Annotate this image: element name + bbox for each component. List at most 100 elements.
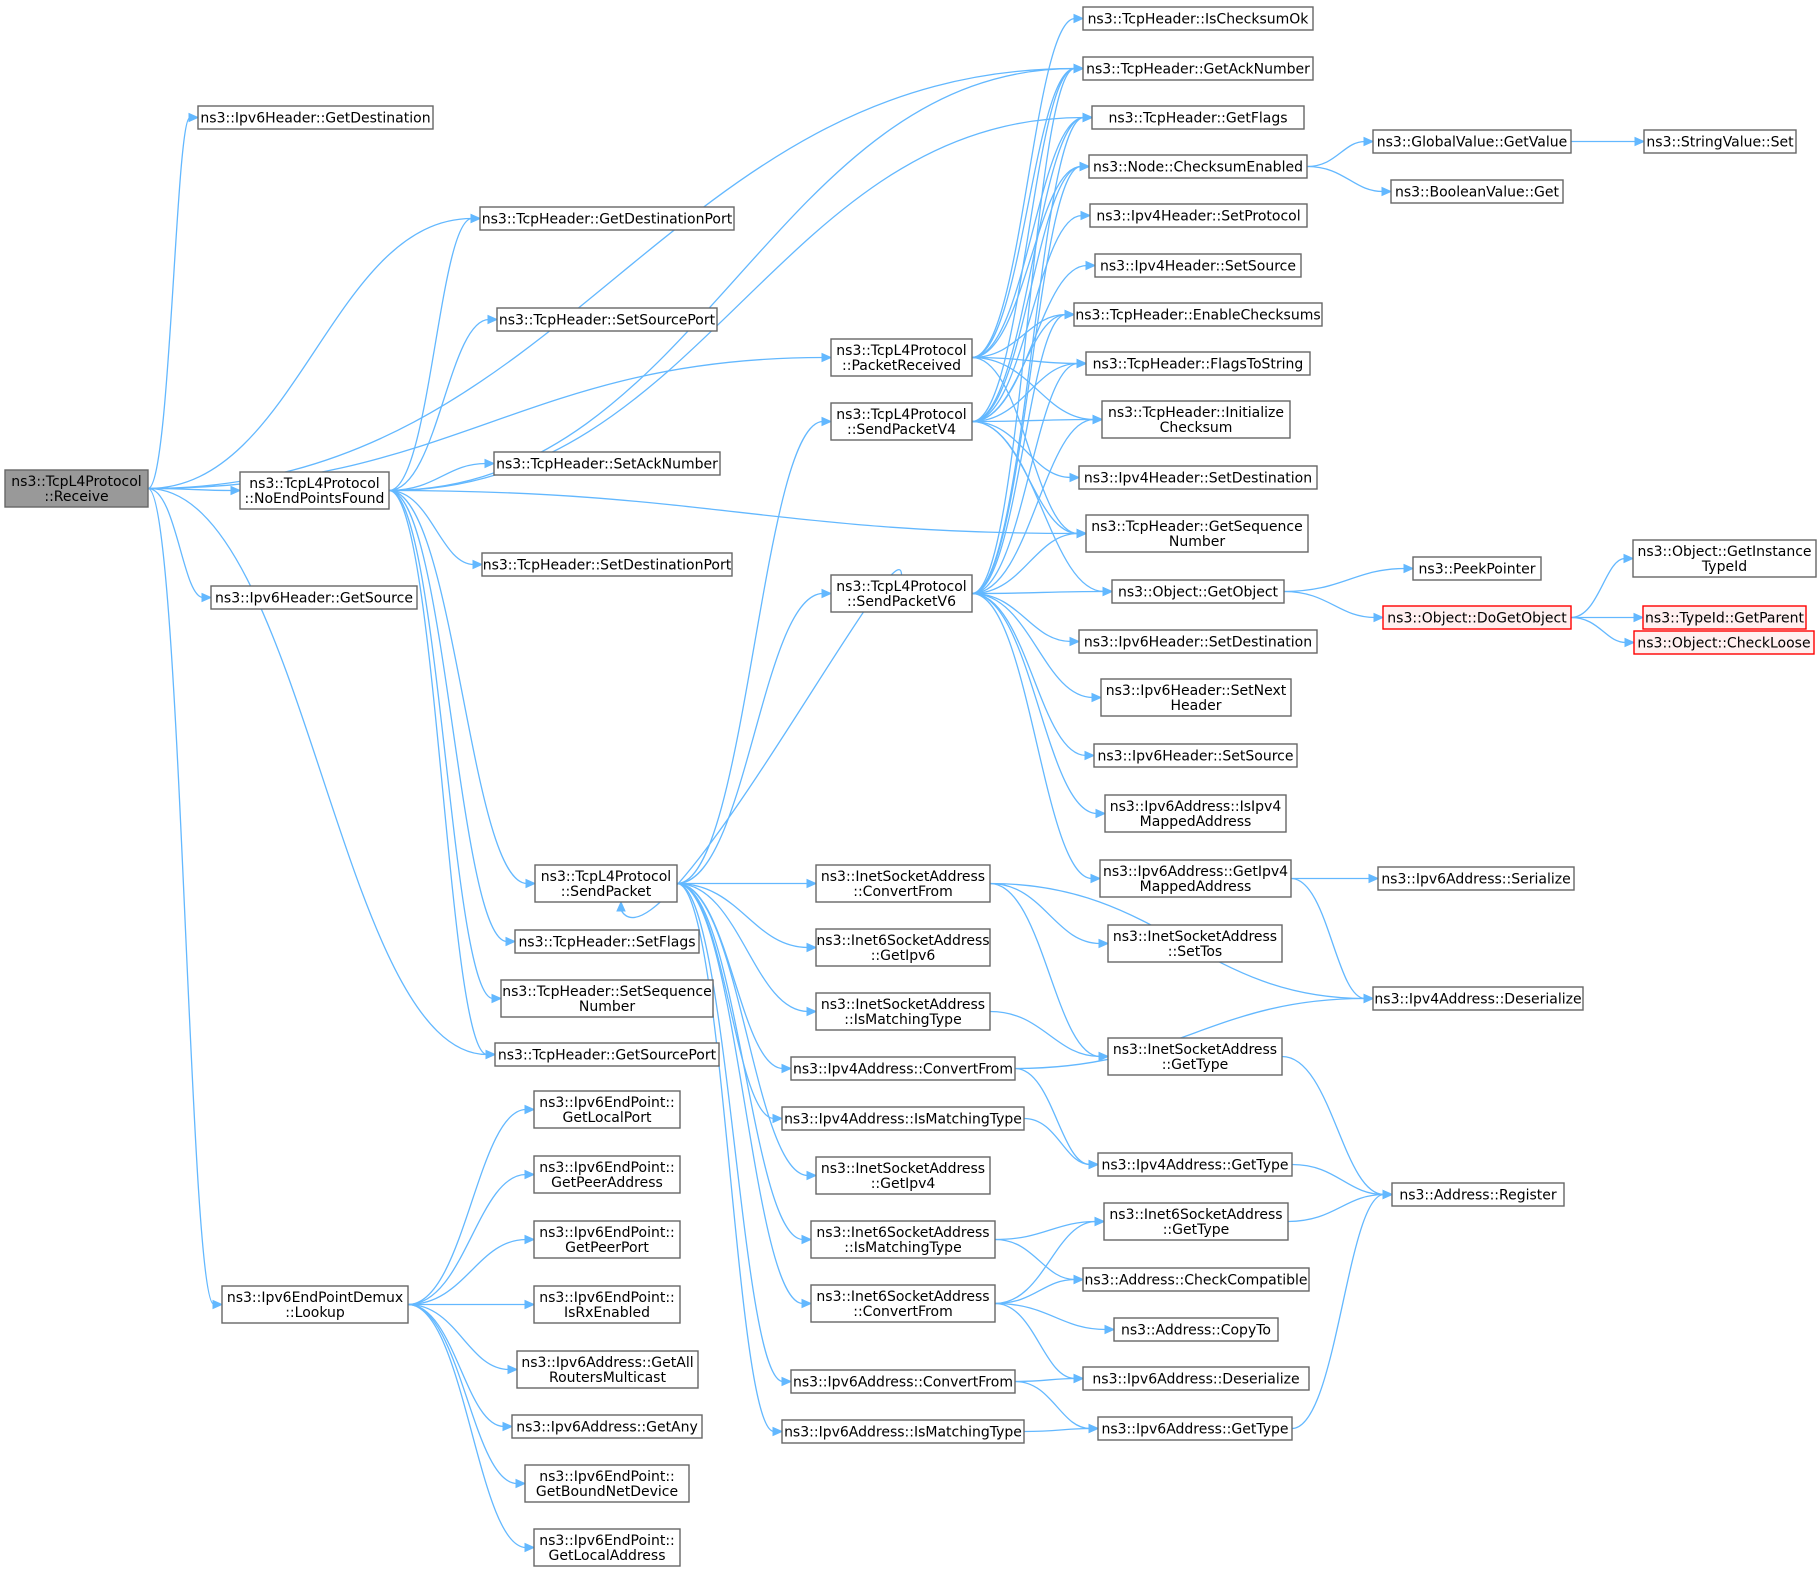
node-ep6-local-port[interactable]: ns3::Ipv6EndPoint::GetLocalPort (533, 1090, 681, 1129)
node-ip6-get-any[interactable]: ns3::Ipv6Address::GetAny (511, 1414, 703, 1439)
node-tcp-get-dest-port[interactable]: ns3::TcpHeader::GetDestinationPort (479, 206, 735, 231)
node-ep6-local-addr[interactable]: ns3::Ipv6EndPoint::GetLocalAddress (533, 1528, 681, 1567)
node-tcp-is-checksum-ok[interactable]: ns3::TcpHeader::IsChecksumOk (1082, 6, 1314, 31)
call-edge (407, 1238, 527, 1306)
node-box (511, 1414, 703, 1439)
node-type-id-get-parent[interactable]: ns3::TypeId::GetParent (1642, 605, 1807, 630)
node-ip4-set-dest[interactable]: ns3::Ipv4Header::SetDestination (1078, 465, 1318, 490)
node-box (239, 471, 390, 510)
node-ip4-set-proto[interactable]: ns3::Ipv4Header::SetProtocol (1089, 203, 1308, 228)
node-ep6-peer-port[interactable]: ns3::Ipv6EndPoint::GetPeerPort (533, 1220, 681, 1259)
edge-arrowhead (1403, 563, 1415, 574)
node-ep6-peer-addr[interactable]: ns3::Ipv6EndPoint::GetPeerAddress (533, 1155, 681, 1194)
node-inet-is-match[interactable]: ns3::InetSocketAddress::IsMatchingType (815, 992, 991, 1031)
call-edge (971, 592, 1093, 880)
node-ip4-convert[interactable]: ns3::Ipv4Address::ConvertFrom (790, 1056, 1016, 1081)
node-ip6-deserialize[interactable]: ns3::Ipv6Address::Deserialize (1082, 1366, 1310, 1391)
node-obj-get-object[interactable]: ns3::Object::GetObject (1111, 579, 1285, 604)
node-box (1099, 859, 1292, 898)
node-ip4-set-src[interactable]: ns3::Ipv4Header::SetSource (1094, 253, 1302, 278)
edge-arrowhead (806, 942, 818, 953)
call-edge (971, 532, 1079, 595)
call-edge (971, 592, 1098, 815)
node-tcp-get-flags[interactable]: ns3::TcpHeader::GetFlags (1091, 105, 1305, 130)
node-bool-get[interactable]: ns3::BooleanValue::Get (1390, 179, 1564, 204)
node-label-line: ns3::Ipv4Address::Deserialize (1374, 992, 1581, 1008)
node-ip6-set-src[interactable]: ns3::Ipv6Header::SetSource (1093, 743, 1298, 768)
node-ip4-is-match[interactable]: ns3::Ipv4Address::IsMatchingType (781, 1106, 1025, 1131)
node-inet6-get-type[interactable]: ns3::Inet6SocketAddress::GetType (1103, 1202, 1289, 1241)
node-label-line: ns3::TcpL4Protocol (541, 869, 671, 885)
node-ip6-convert[interactable]: ns3::Ipv6Address::ConvertFrom (790, 1369, 1016, 1394)
node-lookup[interactable]: ns3::Ipv6EndPointDemux::Lookup (221, 1285, 409, 1324)
node-box (1091, 105, 1305, 130)
call-edge (388, 489, 528, 885)
node-tcp-set-flags[interactable]: ns3::TcpHeader::SetFlags (514, 929, 700, 954)
node-tcp-flags-to-str[interactable]: ns3::TcpHeader::FlagsToString (1085, 351, 1311, 376)
node-inet6-is-match[interactable]: ns3::Inet6SocketAddress::IsMatchingType (810, 1220, 996, 1259)
call-edge (1283, 567, 1406, 593)
node-box (533, 1090, 681, 1129)
node-gv-get-value[interactable]: ns3::GlobalValue::GetValue (1372, 129, 1572, 154)
node-tcp-enable-cs[interactable]: ns3::TcpHeader::EnableChecksums (1073, 302, 1323, 327)
node-tcp-set-dest-port[interactable]: ns3::TcpHeader::SetDestinationPort (481, 552, 733, 577)
call-edge (994, 1302, 1076, 1380)
node-inet-get-type[interactable]: ns3::InetSocketAddress::GetType (1107, 1037, 1283, 1076)
node-addr-copy-to[interactable]: ns3::Address::CopyTo (1113, 1317, 1279, 1342)
node-ip4-get-type[interactable]: ns3::Ipv4Address::GetType (1097, 1152, 1293, 1177)
edge-arrowhead (524, 1104, 536, 1115)
call-edge (971, 592, 1087, 757)
node-inet6-convert[interactable]: ns3::Inet6SocketAddress::ConvertFrom (810, 1284, 996, 1323)
call-edge (994, 1220, 1097, 1241)
node-addr-check-compat[interactable]: ns3::Address::CheckCompatible (1082, 1267, 1310, 1292)
node-label-line: GetPeerPort (565, 1240, 649, 1256)
node-send-v6[interactable]: ns3::TcpL4Protocol::SendPacketV6 (830, 574, 973, 613)
call-edge (676, 882, 809, 1177)
node-ep6-rx-enabled[interactable]: ns3::Ipv6EndPoint::IsRxEnabled (533, 1285, 681, 1324)
node-ep6-bound-dev[interactable]: ns3::Ipv6EndPoint::GetBoundNetDevice (524, 1464, 690, 1503)
node-inet6-get-ipv6[interactable]: ns3::Inet6SocketAddress::GetIpv6 (815, 928, 991, 967)
edge-arrowhead (1633, 612, 1645, 623)
edge-arrowhead (1090, 873, 1102, 884)
node-label-line: ns3::Ipv6Header::SetSource (1098, 749, 1294, 765)
node-do-get-object[interactable]: ns3::Object::DoGetObject (1382, 605, 1572, 630)
node-label-line: ns3::Ipv6Address::GetType (1101, 1422, 1288, 1438)
node-tcp-get-src-port[interactable]: ns3::TcpHeader::GetSourcePort (494, 1042, 720, 1067)
node-tcp-set-src-port[interactable]: ns3::TcpHeader::SetSourcePort (496, 307, 718, 332)
node-send-v4[interactable]: ns3::TcpL4Protocol::SendPacketV4 (830, 402, 973, 441)
node-inet-set-tos[interactable]: ns3::InetSocketAddress::SetTos (1107, 924, 1283, 963)
node-tcp-get-ack[interactable]: ns3::TcpHeader::GetAckNumber (1082, 56, 1314, 81)
node-addr-register[interactable]: ns3::Address::Register (1391, 1182, 1565, 1207)
node-send-packet[interactable]: ns3::TcpL4Protocol::SendPacket (534, 864, 678, 903)
node-str-set[interactable]: ns3::StringValue::Set (1643, 129, 1797, 154)
node-peek-pointer[interactable]: ns3::PeekPointer (1412, 556, 1542, 581)
node-ip6-is-match[interactable]: ns3::Ipv6Address::IsMatchingType (781, 1419, 1025, 1444)
node-label-line: ::SetTos (1168, 944, 1222, 960)
node-ip6-get-src[interactable]: ns3::Ipv6Header::GetSource (210, 585, 418, 610)
node-ip6-get-dest[interactable]: ns3::Ipv6Header::GetDestination (197, 105, 434, 130)
node-ip6-get-type[interactable]: ns3::Ipv6Address::GetType (1097, 1416, 1293, 1441)
call-edge (1014, 1377, 1076, 1383)
node-inet-convert[interactable]: ns3::InetSocketAddress::ConvertFrom (815, 864, 991, 903)
node-no-end[interactable]: ns3::TcpL4Protocol::NoEndPointsFound (239, 471, 390, 510)
call-edge (676, 882, 784, 1383)
node-ip6-set-dest[interactable]: ns3::Ipv6Header::SetDestination (1078, 629, 1318, 654)
node-node-checksum[interactable]: ns3::Node::ChecksumEnabled (1088, 154, 1308, 179)
node-tcp-set-ack[interactable]: ns3::TcpHeader::SetAckNumber (493, 451, 721, 476)
node-obj-check-loose[interactable]: ns3::Object::CheckLoose (1633, 630, 1815, 655)
node-inet-get-ipv4[interactable]: ns3::InetSocketAddress::GetIpv4 (815, 1156, 991, 1195)
node-receive[interactable]: ns3::TcpL4Protocol::Receive (4, 469, 149, 508)
node-label-line: ns3::TcpHeader::GetDestinationPort (482, 212, 733, 228)
node-ip6-serialize[interactable]: ns3::Ipv6Address::Serialize (1377, 866, 1575, 891)
node-packet-received[interactable]: ns3::TcpL4Protocol::PacketReceived (830, 338, 973, 377)
node-label-line: ns3::Ipv6Address::IsMatchingType (784, 1425, 1022, 1441)
node-ip4-deserialize[interactable]: ns3::Ipv4Address::Deserialize (1372, 986, 1584, 1011)
